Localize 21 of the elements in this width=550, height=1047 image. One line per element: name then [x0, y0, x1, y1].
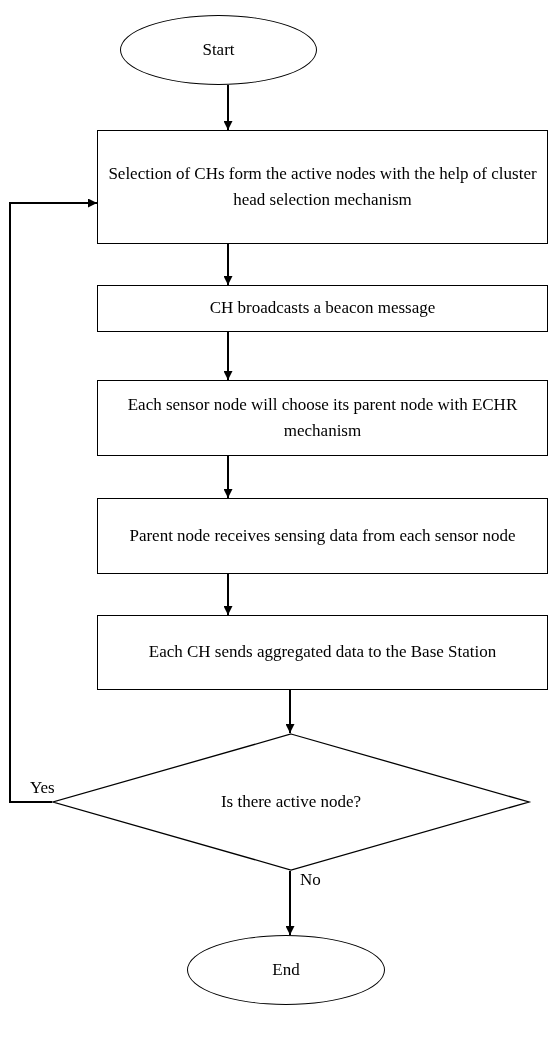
step-text: Each CH sends aggregated data to the Base Station [148, 641, 497, 664]
arrow [285, 689, 295, 734]
step-text: Each sensor node will choose its parent node with ECHR mechanism [126, 393, 519, 442]
arrow [223, 84, 233, 131]
process-box [97, 130, 548, 244]
arrow [223, 455, 233, 499]
step-text: Start [202, 38, 235, 61]
arrow [9, 198, 98, 803]
step-text: Selection of CHs form the active nodes with the help of cluster head selection mechanism [108, 162, 537, 211]
step-text: End [272, 958, 300, 981]
decision-text: Is there active node? [220, 790, 362, 813]
arrow [223, 573, 233, 616]
process-box [97, 615, 548, 690]
process-box [97, 498, 548, 574]
arrow [223, 243, 233, 286]
process-box [97, 380, 548, 456]
process-box [97, 285, 548, 332]
arrow [223, 331, 233, 381]
step-text: Parent node receives sensing data from each sensor node [129, 524, 516, 547]
step-text: CH broadcasts a beacon message [209, 297, 436, 320]
arrow [285, 870, 295, 936]
